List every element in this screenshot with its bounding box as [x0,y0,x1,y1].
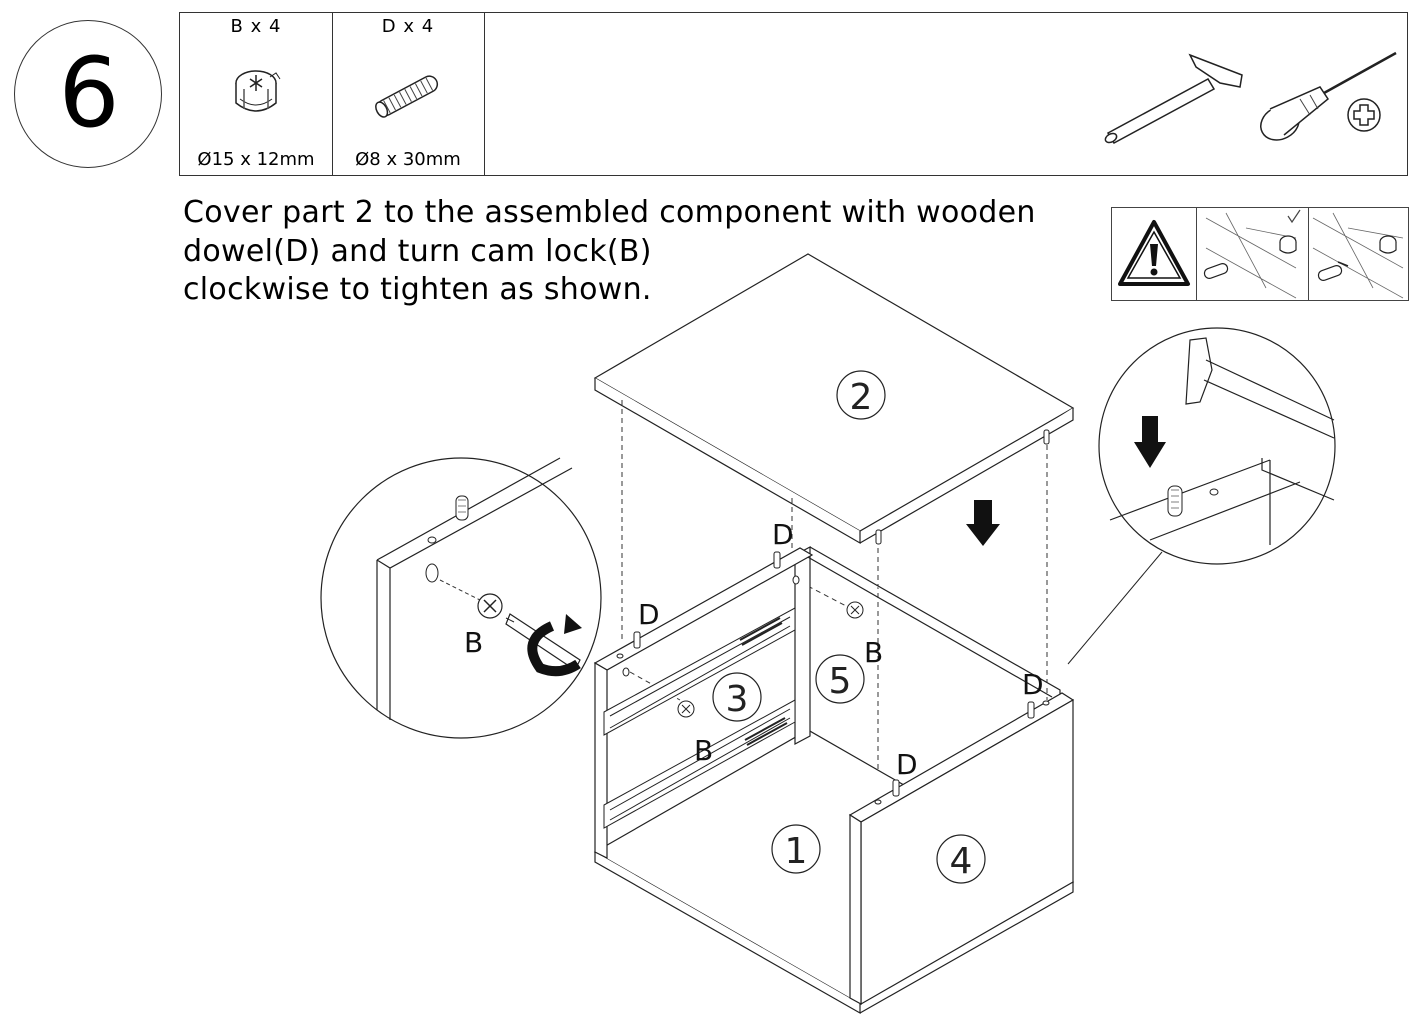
callout-b-back: B [864,636,883,669]
step-number-badge: 6 [14,20,162,168]
panel-holes [616,575,1050,805]
top-panel-2 [593,253,1075,545]
panel-label-2: 2 [850,377,873,418]
zoom-detail-dowel-hammer [1067,327,1336,665]
correct-alignment-icon [1203,209,1301,299]
panel-label-1: 1 [785,831,808,872]
phillips-screwdriver-icon [1260,51,1397,141]
drawer-runners [603,607,796,829]
part-quantity: D x 4 [381,16,435,37]
warning-triangle-cell [1112,208,1197,300]
incorrect-alignment-icon [1312,212,1404,299]
callout-d-left: D [638,598,660,631]
part-size: Ø15 x 12mm [197,149,315,170]
instruction-line-1: Cover part 2 to the assembled component … [183,195,1036,230]
down-arrow-icon [966,500,1000,546]
cam-lock-icon [235,70,281,112]
instruction-text: Cover part 2 to the assembled component … [183,194,1103,310]
callout-b-left: B [694,734,713,767]
part-size: Ø8 x 30mm [355,149,461,170]
hammer-icon [1104,53,1243,145]
wooden-dowel-icon [375,75,439,118]
incorrect-alignment-cell [1308,208,1408,300]
tools-group [1104,51,1397,145]
instruction-line-2: dowel(D) and turn cam lock(B) [183,233,652,269]
dowels [633,429,1050,797]
cam-locks [677,601,864,718]
panel-number-circles [712,654,986,884]
callout-letters: D D D D B B [638,518,1044,781]
parts-list-box: B x 4 Ø15 x 12mm D x 4 Ø8 x 30mm [179,12,1408,176]
warning-triangle-icon [1118,220,1190,286]
panel-label-5: 5 [829,661,852,702]
callout-b-zoom: B [464,626,483,659]
part-wooden-dowel: D x 4 Ø8 x 30mm [332,13,485,175]
part-cam-lock: B x 4 Ø15 x 12mm [180,13,333,175]
part-quantity: B x 4 [230,16,282,37]
panel-label-3: 3 [726,679,749,720]
panel-label-4: 4 [950,841,973,882]
warning-box [1111,207,1409,301]
instruction-line-3: clockwise to tighten as shown. [183,272,652,307]
callout-d-back-right: D [1022,668,1044,701]
step-number: 6 [58,37,120,149]
callout-d-front: D [896,748,918,781]
correct-alignment-cell [1196,208,1309,300]
zoom-detail-cam-lock: B [320,457,602,739]
callout-d-back-left: D [772,518,794,551]
